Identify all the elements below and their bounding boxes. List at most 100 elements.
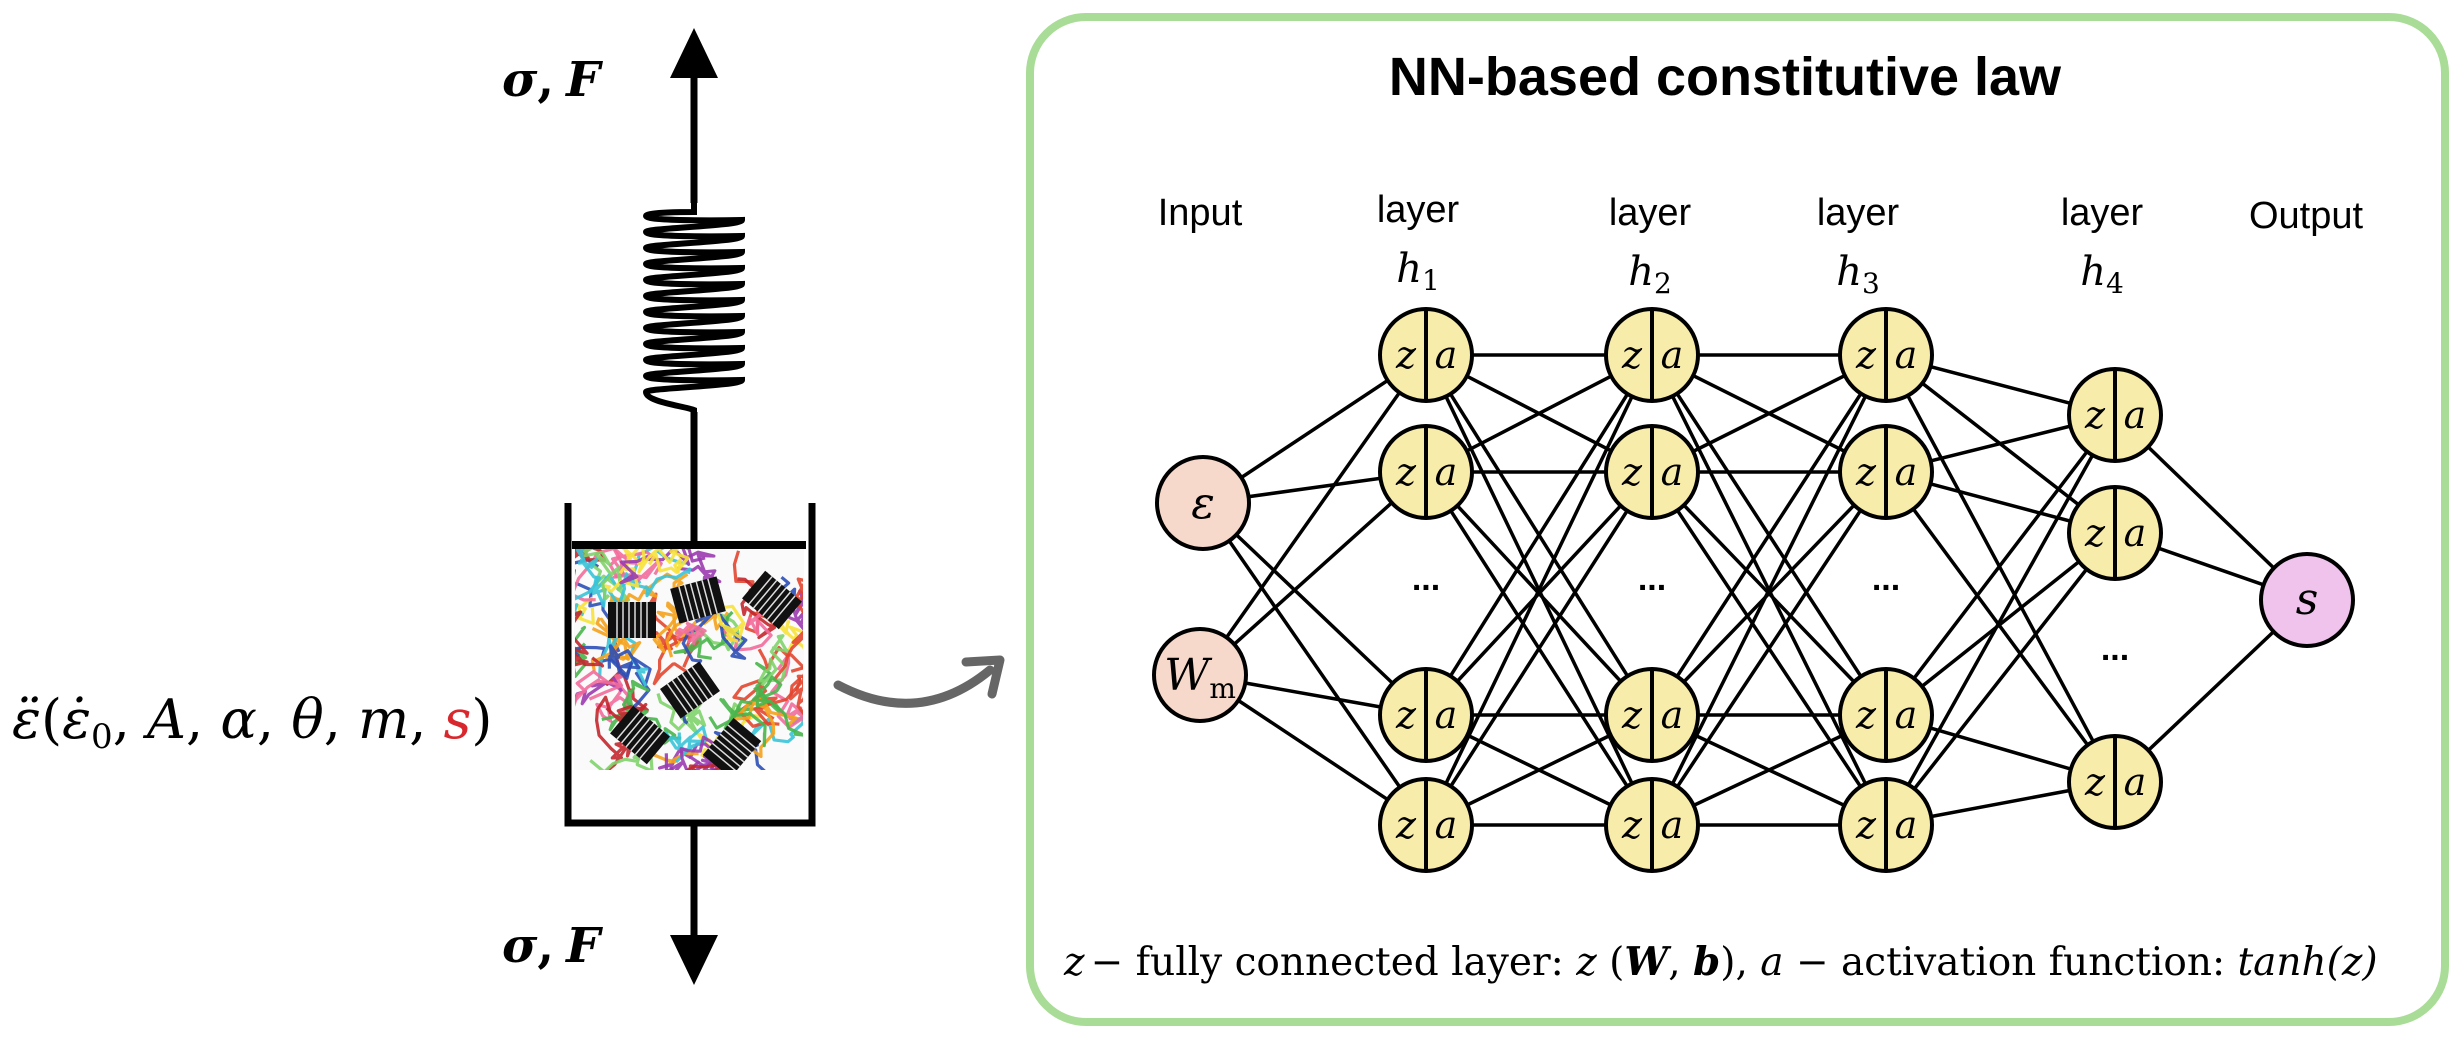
polymer-network-illustration [575, 548, 803, 770]
output-header: Output [2249, 195, 2364, 237]
connection-edge [1650, 354, 1888, 826]
ellipsis-layer-4: ... [2101, 630, 2129, 668]
dashpot-cylinder [564, 503, 816, 827]
input-header: Input [1158, 192, 1243, 234]
node-a-label: a [1435, 693, 1458, 737]
layer-header-word-2: layer [1609, 192, 1692, 234]
layer-header-word-3: layer [1817, 192, 1900, 234]
input-node-1: ε [1155, 455, 1251, 551]
connection-edge [1650, 354, 1888, 716]
input-node-label-1: ε [1191, 478, 1215, 529]
node-a-label: a [2124, 760, 2147, 804]
connection-edge [1198, 470, 1428, 677]
node-a-label: a [1661, 803, 1684, 847]
bottom-force-arrowhead [670, 935, 718, 985]
node-z-label: z [1395, 693, 1417, 737]
layer-header-symbol-3: h3 [1836, 249, 1880, 300]
node-a-label: a [1661, 450, 1684, 494]
node-a-label: a [1895, 803, 1918, 847]
input-node-2: Wm [1152, 627, 1248, 723]
node-z-label: z [1621, 693, 1643, 737]
connection-edge [1650, 471, 1888, 826]
node-a-label: a [2124, 393, 2147, 437]
nn-panel: NN-based constitutive law Input Output l… [1026, 13, 2449, 1026]
node-z-label: z [1855, 693, 1877, 737]
connection-edge [1424, 354, 1654, 826]
connection-edge [1884, 354, 2117, 783]
top-force-arrowhead [670, 28, 718, 78]
node-z-label: z [1621, 450, 1643, 494]
node-z-label: z [2084, 511, 2106, 555]
strain-rate-equation: ε̈(ε̇0, A, α, θ, m, s) [12, 688, 492, 757]
top-stress-force-label: σ,F [502, 52, 603, 108]
input-node-label-2: Wm [1164, 650, 1236, 705]
spring [642, 203, 746, 413]
ellipsis-layer-1: ... [1412, 560, 1440, 598]
node-a-label: a [1661, 693, 1684, 737]
node-a-label: a [2124, 511, 2147, 555]
node-z-label: z [2084, 760, 2106, 804]
layer-header-word-1: layer [1377, 189, 1460, 231]
node-z-label: z [1855, 803, 1877, 847]
bottom-stress-force-label: σ,F [502, 918, 603, 974]
node-z-label: z [1395, 333, 1417, 377]
legend-caption: z− fully connected layer: z (W, b), a − … [1063, 939, 2378, 985]
connection-edge [1884, 414, 2117, 826]
node-z-label: z [1621, 803, 1643, 847]
connection-edge [1884, 470, 2117, 784]
highlighted-variable-s: s [444, 688, 472, 751]
dashpot [564, 503, 816, 827]
connection-edge [1884, 413, 2117, 717]
connection-edge [1198, 353, 1428, 677]
output-node: s [2259, 552, 2355, 648]
node-z-label: z [2084, 393, 2106, 437]
node-a-label: a [1895, 693, 1918, 737]
ellipsis-layer-2: ... [1638, 560, 1666, 598]
panel-title: NN-based constitutive law [1389, 47, 2062, 107]
rheological-model: σ,F σ,F ε̈(ε̇0, A, α, θ, m, s) [12, 28, 816, 985]
output-node-label: s [2296, 574, 2319, 625]
connection-edge [1424, 354, 1654, 716]
layer-header-symbol-4: h4 [2080, 249, 2124, 300]
connection-edge [1424, 471, 1654, 826]
node-z-label: z [1621, 333, 1643, 377]
ellipsis-layer-3: ... [1872, 560, 1900, 598]
node-a-label: a [1435, 450, 1458, 494]
connection-edge [1884, 531, 2117, 717]
connection-edge [1201, 502, 1428, 826]
transition-arrow [833, 655, 1005, 708]
node-a-label: a [1661, 333, 1684, 377]
connection-edge [1201, 501, 1428, 717]
connection-edge [1884, 531, 2117, 827]
node-z-label: z [1855, 333, 1877, 377]
node-z-label: z [1855, 450, 1877, 494]
layer-headers: layer h1 layer h2 layer h3 layer h4 [1377, 189, 2144, 300]
node-a-label: a [1435, 803, 1458, 847]
node-a-label: a [1895, 450, 1918, 494]
node-z-label: z [1395, 803, 1417, 847]
node-a-label: a [1895, 333, 1918, 377]
node-z-label: z [1395, 450, 1417, 494]
layer-header-word-4: layer [2061, 192, 2144, 234]
node-a-label: a [1435, 333, 1458, 377]
panel-border [1026, 13, 2449, 1026]
layer-header-symbol-1: h1 [1396, 246, 1440, 297]
layer-header-symbol-2: h2 [1628, 249, 1672, 300]
